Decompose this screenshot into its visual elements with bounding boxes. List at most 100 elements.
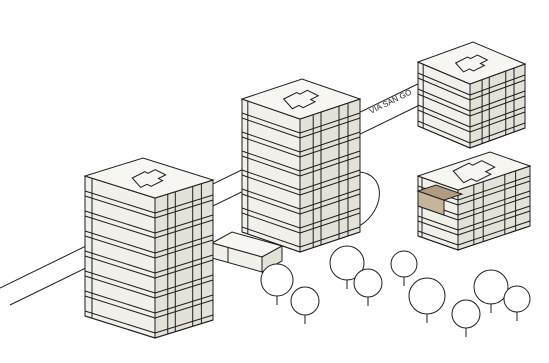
- floor-line: [241, 117, 301, 139]
- balcony-line: [417, 230, 459, 246]
- floor-line: [299, 155, 361, 177]
- balcony-line: [241, 131, 301, 153]
- floor-line: [457, 210, 531, 236]
- balcony-line: [469, 90, 526, 112]
- balcony-line: [417, 104, 471, 128]
- tree-canopy: [390, 250, 418, 278]
- floor-line: [299, 117, 361, 139]
- floor-line: [457, 195, 531, 221]
- balcony-line: [469, 74, 526, 96]
- balcony-line: [417, 88, 471, 112]
- floor-line: [154, 299, 214, 319]
- balcony-line: [241, 112, 301, 134]
- balcony-line: [154, 254, 214, 274]
- floor-line: [299, 136, 361, 158]
- floor-line: [84, 255, 156, 279]
- tree: [353, 268, 383, 306]
- balcony-line: [154, 294, 214, 314]
- floor-line: [241, 212, 301, 234]
- floor-line: [469, 127, 526, 149]
- building-front-left: [83, 157, 215, 339]
- balcony-line: [457, 175, 531, 201]
- balcony-line: [469, 106, 526, 128]
- tree: [503, 285, 531, 321]
- tree: [290, 286, 320, 324]
- floor-line: [241, 231, 301, 253]
- balcony-line: [241, 207, 301, 229]
- tree: [390, 250, 418, 286]
- roof-core: [131, 169, 167, 189]
- balcony-line: [417, 72, 471, 96]
- building-back-right: [416, 41, 527, 149]
- tree: [329, 245, 365, 289]
- floor-line: [299, 231, 361, 253]
- floor-line: [417, 93, 471, 117]
- balcony-line: [457, 205, 531, 231]
- facade-right: [299, 98, 361, 253]
- balcony-line: [457, 220, 531, 246]
- balcony-line: [154, 274, 214, 294]
- floor-line: [84, 295, 156, 319]
- roof-core: [282, 89, 320, 110]
- tree: [451, 299, 481, 337]
- floor-line: [299, 212, 361, 234]
- balcony-line: [154, 314, 214, 334]
- floor-line: [299, 193, 361, 215]
- roof-core: [452, 160, 496, 184]
- balcony-line: [154, 194, 214, 214]
- tree-canopy: [503, 285, 531, 313]
- tree-canopy: [329, 245, 365, 281]
- facade-left: [84, 175, 156, 339]
- floor-line: [154, 279, 214, 299]
- low-podium: [210, 231, 284, 273]
- floor-line: [241, 174, 301, 196]
- balcony-line: [241, 226, 301, 248]
- balcony-line: [84, 250, 156, 274]
- balcony-line: [84, 270, 156, 294]
- floor-line: [457, 225, 531, 251]
- tree-canopy: [473, 269, 509, 305]
- floor-line: [154, 319, 214, 339]
- roof-core: [454, 54, 489, 73]
- balcony-line: [299, 207, 361, 229]
- floor-line: [457, 180, 531, 206]
- balcony-line: [417, 120, 471, 144]
- floor-line: [469, 95, 526, 117]
- tree: [408, 277, 446, 323]
- floor-line: [84, 195, 156, 219]
- floor-line: [241, 193, 301, 215]
- balcony-line: [417, 215, 459, 231]
- balcony-line: [299, 150, 361, 172]
- tree-canopy: [353, 268, 383, 298]
- tree-canopy: [260, 263, 294, 297]
- floor-line: [154, 219, 214, 239]
- balcony-line: [241, 169, 301, 191]
- floor-line: [417, 220, 459, 236]
- floor-line: [241, 155, 301, 177]
- trees: [260, 245, 531, 337]
- balcony-line: [84, 230, 156, 254]
- balcony-line: [154, 234, 214, 254]
- tree-canopy: [408, 277, 446, 315]
- balcony-line: [299, 112, 361, 134]
- floor-line: [469, 111, 526, 133]
- tree-canopy: [290, 286, 320, 316]
- balcony-line: [469, 122, 526, 144]
- balcony-line: [299, 226, 361, 248]
- highlighted-unit-terrace: [416, 184, 464, 201]
- floor-line: [469, 79, 526, 101]
- balcony-line: [241, 150, 301, 172]
- floor-line: [417, 235, 459, 251]
- floor-line: [154, 239, 214, 259]
- floor-line: [417, 77, 471, 101]
- balcony-line: [84, 290, 156, 314]
- balcony-line: [84, 310, 156, 334]
- building-center: [240, 78, 362, 253]
- floor-line: [84, 235, 156, 259]
- balcony-line: [154, 214, 214, 234]
- floor-line: [241, 136, 301, 158]
- tree-canopy: [451, 299, 481, 329]
- balcony-line: [84, 190, 156, 214]
